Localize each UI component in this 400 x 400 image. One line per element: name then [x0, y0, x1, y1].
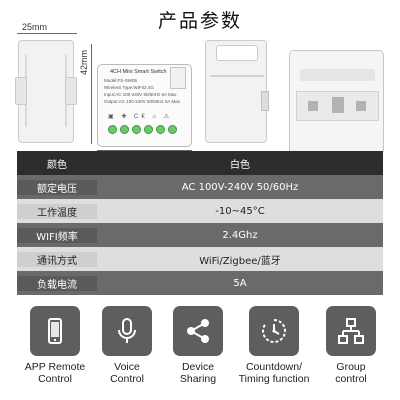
- device-model: Model:FS-SW05: [104, 78, 138, 83]
- length-dimension-line: [97, 150, 192, 151]
- spec-key: 额定电压: [17, 179, 97, 195]
- spec-value: -10~45°C: [215, 205, 265, 217]
- feature-label: Control: [38, 373, 72, 385]
- certification-icons: ▣ ✚ C€ ⌂ ⚠: [108, 114, 173, 120]
- spec-row-current: 负载电流 5A: [17, 271, 383, 295]
- terminal-block: [108, 125, 177, 134]
- width-dimension-line: [17, 33, 77, 34]
- spec-row-color: 颜色 白色: [17, 151, 383, 175]
- spec-key: 通讯方式: [17, 251, 97, 267]
- device-input: Input:AC 100-240V 50/60Hz 5A Max: [104, 92, 177, 97]
- height-dimension-label: 42mm: [79, 49, 89, 75]
- spec-row-voltage: 额定电压 AC 100V-240V 50/60Hz: [17, 175, 383, 199]
- spec-key: 负载电流: [17, 275, 97, 291]
- height-dimension-line: [91, 44, 92, 144]
- width-dimension-label: 25mm: [22, 22, 48, 32]
- front-view: 4CH Mini Smart Switch Model:FS-SW05 Wire…: [97, 64, 192, 147]
- feature-label: Sharing: [179, 373, 217, 385]
- page-title: 产品参数: [157, 10, 242, 32]
- feature-label: control: [335, 373, 367, 385]
- device-output: Output:AC 100-240V 50/60Hz 5A Max: [104, 99, 181, 104]
- feature-label: Voice: [114, 361, 140, 373]
- spec-row-protocol: 通讯方式 WiFi/Zigbee/蓝牙: [17, 247, 383, 271]
- spec-value: 白色: [230, 159, 250, 171]
- spec-key: WIFI频率: [17, 227, 97, 243]
- feature-label: Group: [336, 361, 366, 373]
- device-wireless: Wireless Type:WIFI/2.4G: [104, 85, 154, 90]
- product-views: 25mm 42mm 4CH Mini Smart Switch Model:FS…: [0, 20, 400, 164]
- network-icon: [326, 306, 376, 356]
- spec-row-wifi: WIFI频率 2.4Ghz: [17, 223, 383, 247]
- top-view: [205, 40, 269, 143]
- spec-key: 工作温度: [17, 203, 97, 219]
- share-icon: [173, 306, 223, 356]
- spec-value: 2.4Ghz: [222, 229, 258, 241]
- spec-table: 颜色 白色 额定电压 AC 100V-240V 50/60Hz 工作温度 -10…: [17, 151, 383, 295]
- spec-value: 5A: [233, 277, 247, 289]
- back-view: [289, 50, 384, 155]
- microphone-icon: [102, 306, 152, 356]
- spec-key: 颜色: [47, 159, 67, 171]
- feature-label: APP Remote: [24, 361, 86, 373]
- side-view: [15, 40, 77, 143]
- feature-label: Device: [181, 361, 215, 373]
- spec-row-temperature: 工作温度 -10~45°C: [17, 199, 383, 223]
- device-title: 4CH Mini Smart Switch: [110, 69, 167, 75]
- feature-label: Timing function: [238, 373, 310, 385]
- spec-value: WiFi/Zigbee/蓝牙: [199, 255, 281, 267]
- spec-value: AC 100V-240V 50/60Hz: [181, 181, 299, 193]
- timer-icon: [249, 306, 299, 356]
- feature-label: Control: [110, 373, 144, 385]
- feature-countdown-timing: Countdown/Timing function: [234, 306, 314, 385]
- smartphone-icon: [30, 306, 80, 356]
- feature-label: Countdown/: [245, 361, 303, 373]
